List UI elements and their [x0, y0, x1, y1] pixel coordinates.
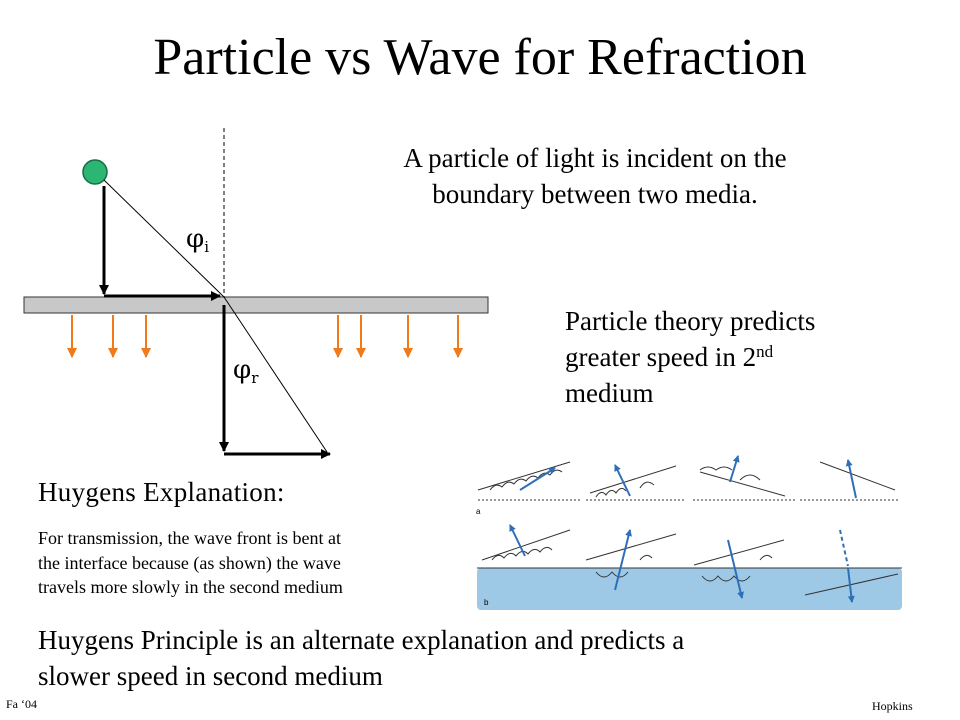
refraction-row	[477, 524, 902, 603]
wave-direction-arrow	[729, 455, 740, 483]
wave-direction-arrow	[727, 539, 744, 599]
wave-front	[585, 533, 677, 561]
wave-direction-arrow	[845, 459, 857, 499]
panel-b-label: b	[484, 598, 489, 607]
wavelets	[701, 554, 773, 582]
angle-refracted-label: φr	[233, 355, 259, 387]
huygens-principle-text: Huygens Principle is an alternate explan…	[38, 622, 858, 694]
wavelets	[699, 466, 761, 481]
intro-line-2: boundary between two media.	[432, 179, 758, 209]
principle-line-2: slower speed in second medium	[38, 661, 383, 691]
wave-direction-arrow	[614, 464, 631, 497]
particle-theory-text: Particle theory predicts greater speed i…	[565, 303, 885, 411]
particle-theory-main: Particle theory predicts greater speed i…	[565, 306, 816, 372]
wave-direction-arrow	[509, 524, 526, 557]
field-arrows	[67, 315, 463, 358]
wave-direction-arrow-dashed	[839, 529, 849, 567]
reflection-row	[477, 455, 900, 501]
refracted-front	[804, 573, 899, 596]
wave-front	[589, 465, 677, 494]
transmission-text: For transmission, the wave front is bent…	[38, 526, 458, 600]
reflected-front	[699, 471, 786, 497]
light-particle	[82, 159, 108, 185]
wave-front	[477, 461, 571, 491]
transmission-line-1: For transmission, the wave front is bent…	[38, 528, 341, 548]
panel-a-label: a	[476, 507, 481, 516]
incident-ray	[103, 179, 225, 298]
reflected-front	[819, 461, 896, 491]
footer-author: Hopkins	[872, 699, 913, 713]
angle-incident-label: φi	[186, 224, 209, 256]
transmission-line-3: travels more slowly in the second medium	[38, 577, 343, 597]
boundary-slab	[23, 296, 489, 314]
wave-front	[693, 539, 785, 566]
wave-direction-arrow	[847, 567, 855, 603]
water-medium	[477, 568, 902, 610]
wave-front	[481, 529, 571, 561]
slide-title: Particle vs Wave for Refraction	[153, 29, 807, 86]
ordinal-suffix: nd	[756, 342, 774, 361]
principle-line-1: Huygens Principle is an alternate explan…	[38, 625, 685, 655]
intro-text: A particle of light is incident on the b…	[330, 140, 860, 212]
wave-direction-arrow	[519, 467, 556, 491]
intro-line-1: A particle of light is incident on the	[403, 143, 787, 173]
wavelets	[595, 554, 653, 578]
refracted-ray	[223, 296, 328, 453]
wavelets	[489, 469, 563, 491]
transmission-line-2: the interface because (as shown) the wav…	[38, 552, 341, 573]
particle-theory-end: medium	[565, 378, 654, 408]
wavelets	[595, 481, 655, 498]
huygens-heading: Huygens Explanation:	[38, 477, 285, 507]
footer-term: Fa ‘04	[6, 697, 37, 711]
wave-direction-arrow	[614, 529, 632, 591]
